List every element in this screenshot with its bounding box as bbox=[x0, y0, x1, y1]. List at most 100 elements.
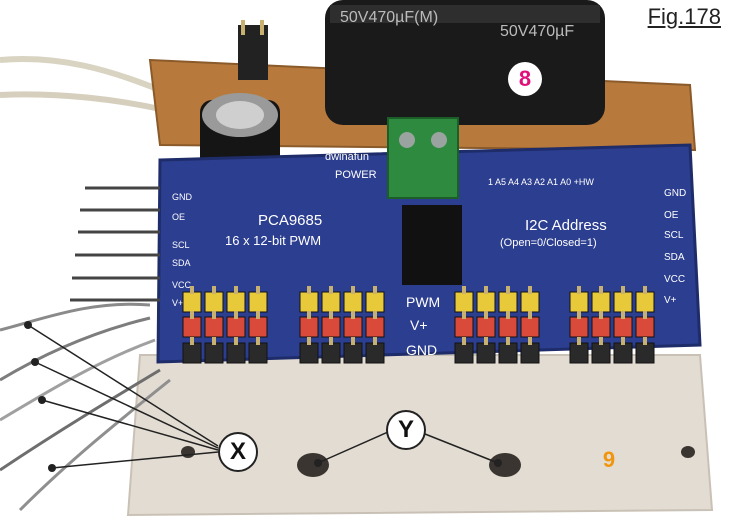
servo-pin bbox=[476, 316, 496, 338]
servo-pin bbox=[321, 316, 341, 338]
capacitor-text-2: 50V470µF bbox=[500, 23, 574, 40]
plate-hole bbox=[681, 446, 695, 458]
servo-pin bbox=[520, 291, 540, 313]
servo-pin-tip bbox=[643, 311, 647, 319]
plate-hole bbox=[181, 446, 195, 458]
left-pin-label: OE bbox=[172, 212, 185, 222]
servo-pin-tip bbox=[307, 311, 311, 319]
servo-pin-tip bbox=[190, 337, 194, 345]
servo-pin-tip bbox=[484, 286, 488, 294]
servo-pin-tip bbox=[256, 311, 260, 319]
servo-pin-tip bbox=[234, 286, 238, 294]
servo-pin bbox=[476, 291, 496, 313]
servo-pin bbox=[498, 316, 518, 338]
servo-pin-tip bbox=[307, 337, 311, 345]
servo-pin-tip bbox=[351, 286, 355, 294]
servo-pin bbox=[182, 316, 202, 338]
servo-pin bbox=[591, 342, 611, 364]
servo-pin bbox=[343, 342, 363, 364]
servo-pin bbox=[635, 291, 655, 313]
servo-pin bbox=[204, 316, 224, 338]
servo-wire bbox=[0, 368, 161, 472]
servo-pin-tip bbox=[621, 337, 625, 345]
servo-pin bbox=[613, 316, 633, 338]
servo-wire bbox=[18, 378, 171, 512]
servo-pin bbox=[454, 291, 474, 313]
servo-pin bbox=[569, 291, 589, 313]
servo-pin-tip bbox=[506, 286, 510, 294]
servo-pin-tip bbox=[599, 286, 603, 294]
servo-pin-tip bbox=[577, 337, 581, 345]
header-pin bbox=[260, 20, 264, 35]
figure-label: Fig.178 bbox=[647, 4, 721, 29]
servo-pin bbox=[520, 316, 540, 338]
servo-pin-tip bbox=[462, 286, 466, 294]
servo-pin bbox=[635, 342, 655, 364]
servo-pin-tip bbox=[190, 311, 194, 319]
callout-capacitor-number: 8 bbox=[508, 62, 542, 96]
servo-pin bbox=[299, 316, 319, 338]
servo-pin-tip bbox=[506, 311, 510, 319]
servo-pin-tip bbox=[329, 311, 333, 319]
servo-pin bbox=[204, 342, 224, 364]
servo-pin bbox=[299, 342, 319, 364]
servo-pin-tip bbox=[621, 286, 625, 294]
gnd-label: GND bbox=[406, 342, 437, 358]
header-pin bbox=[241, 20, 245, 35]
callout-plate-number: 9 bbox=[602, 447, 616, 472]
servo-pin-tip bbox=[190, 286, 194, 294]
servo-pin bbox=[226, 342, 246, 364]
servo-pin bbox=[454, 342, 474, 364]
servo-pin-tip bbox=[599, 337, 603, 345]
servo-pin bbox=[248, 342, 268, 364]
subtitle-label: 16 x 12-bit PWM bbox=[225, 233, 321, 248]
power-label: POWER bbox=[335, 169, 377, 181]
servo-pin bbox=[365, 342, 385, 364]
servo-wire bbox=[0, 302, 151, 332]
servo-pin-tip bbox=[351, 337, 355, 345]
servo-pin bbox=[321, 291, 341, 313]
servo-pin bbox=[569, 316, 589, 338]
chip-label: PCA9685 bbox=[258, 212, 322, 229]
terminal-block bbox=[387, 117, 459, 199]
servo-pin bbox=[569, 342, 589, 364]
servo-pin bbox=[226, 316, 246, 338]
servo-pin bbox=[520, 342, 540, 364]
servo-pin-tip bbox=[212, 337, 216, 345]
address-pin-labels: 1 A5 A4 A3 A2 A1 A0 +HW bbox=[488, 177, 594, 187]
servo-pin bbox=[299, 291, 319, 313]
servo-pin-tip bbox=[599, 311, 603, 319]
servo-pin bbox=[498, 342, 518, 364]
servo-pin-tip bbox=[351, 311, 355, 319]
servo-pin-tip bbox=[256, 286, 260, 294]
servo-pin bbox=[498, 291, 518, 313]
left-pin-label: GND bbox=[172, 192, 193, 202]
servo-pin-tip bbox=[484, 311, 488, 319]
servo-pin bbox=[248, 291, 268, 313]
right-pin-label: OE bbox=[664, 210, 679, 221]
servo-pin bbox=[182, 342, 202, 364]
servo-pin-tip bbox=[462, 337, 466, 345]
servo-pin bbox=[591, 316, 611, 338]
pwm-label: PWM bbox=[406, 294, 440, 310]
servo-pin-tip bbox=[234, 337, 238, 345]
servo-pin-tip bbox=[373, 286, 377, 294]
plate-hole bbox=[489, 453, 521, 477]
servo-pin bbox=[321, 342, 341, 364]
servo-pin-tip bbox=[528, 311, 532, 319]
left-pin-label: V+ bbox=[172, 298, 183, 308]
servo-pin bbox=[204, 291, 224, 313]
servo-wire bbox=[0, 338, 156, 422]
servo-pin-tip bbox=[329, 337, 333, 345]
servo-pin bbox=[591, 291, 611, 313]
servo-pin-tip bbox=[484, 337, 488, 345]
left-pin-label: VCC bbox=[172, 280, 192, 290]
servo-pin-tip bbox=[256, 337, 260, 345]
servo-pin-tip bbox=[373, 337, 377, 345]
vplus-label: V+ bbox=[410, 317, 428, 333]
servo-pin-tip bbox=[307, 286, 311, 294]
capacitor-text-1: 50V470µF(M) bbox=[340, 9, 438, 26]
servo-pin bbox=[343, 291, 363, 313]
servo-pin bbox=[343, 316, 363, 338]
